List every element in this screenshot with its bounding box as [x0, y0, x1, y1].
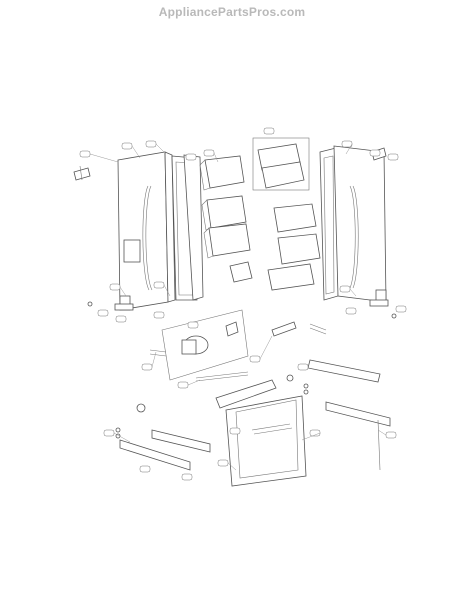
callout-tags	[79, 127, 407, 481]
small-parts	[87, 301, 397, 439]
filter-cartridge	[271, 321, 297, 337]
drawer-rail-right	[325, 401, 391, 471]
drawer-top-trim	[215, 379, 277, 409]
door-bin-right-2	[277, 233, 321, 265]
left-door-hinge-bottom	[114, 295, 134, 311]
slide-strip	[195, 371, 249, 382]
drawer-gasket	[235, 399, 299, 479]
drawer-top-bar	[307, 359, 381, 383]
dairy-bin-box	[252, 137, 310, 191]
left-door	[117, 151, 176, 311]
right-door-hinge-bottom	[369, 289, 389, 307]
right-door	[333, 145, 387, 303]
site-name[interactable]: AppliancePartsPros.com	[158, 5, 306, 19]
door-bin-3	[203, 223, 251, 259]
door-bin-right-3	[267, 263, 315, 291]
door-bin-small	[229, 261, 253, 283]
drawer-rail-left	[119, 429, 211, 471]
left-door-hinge-top	[73, 165, 91, 181]
callout-leader-lines	[89, 143, 387, 471]
door-bin-right-1	[273, 203, 317, 233]
door-bin-2	[201, 195, 247, 231]
dispenser-assembly	[161, 309, 249, 381]
site-header: AppliancePartsPros.com	[0, 0, 464, 21]
drawer-front	[225, 395, 307, 487]
rod-parts	[149, 323, 327, 357]
left-door-gasket	[171, 154, 204, 301]
right-door-gasket	[319, 147, 339, 301]
door-bin-1	[199, 155, 245, 191]
